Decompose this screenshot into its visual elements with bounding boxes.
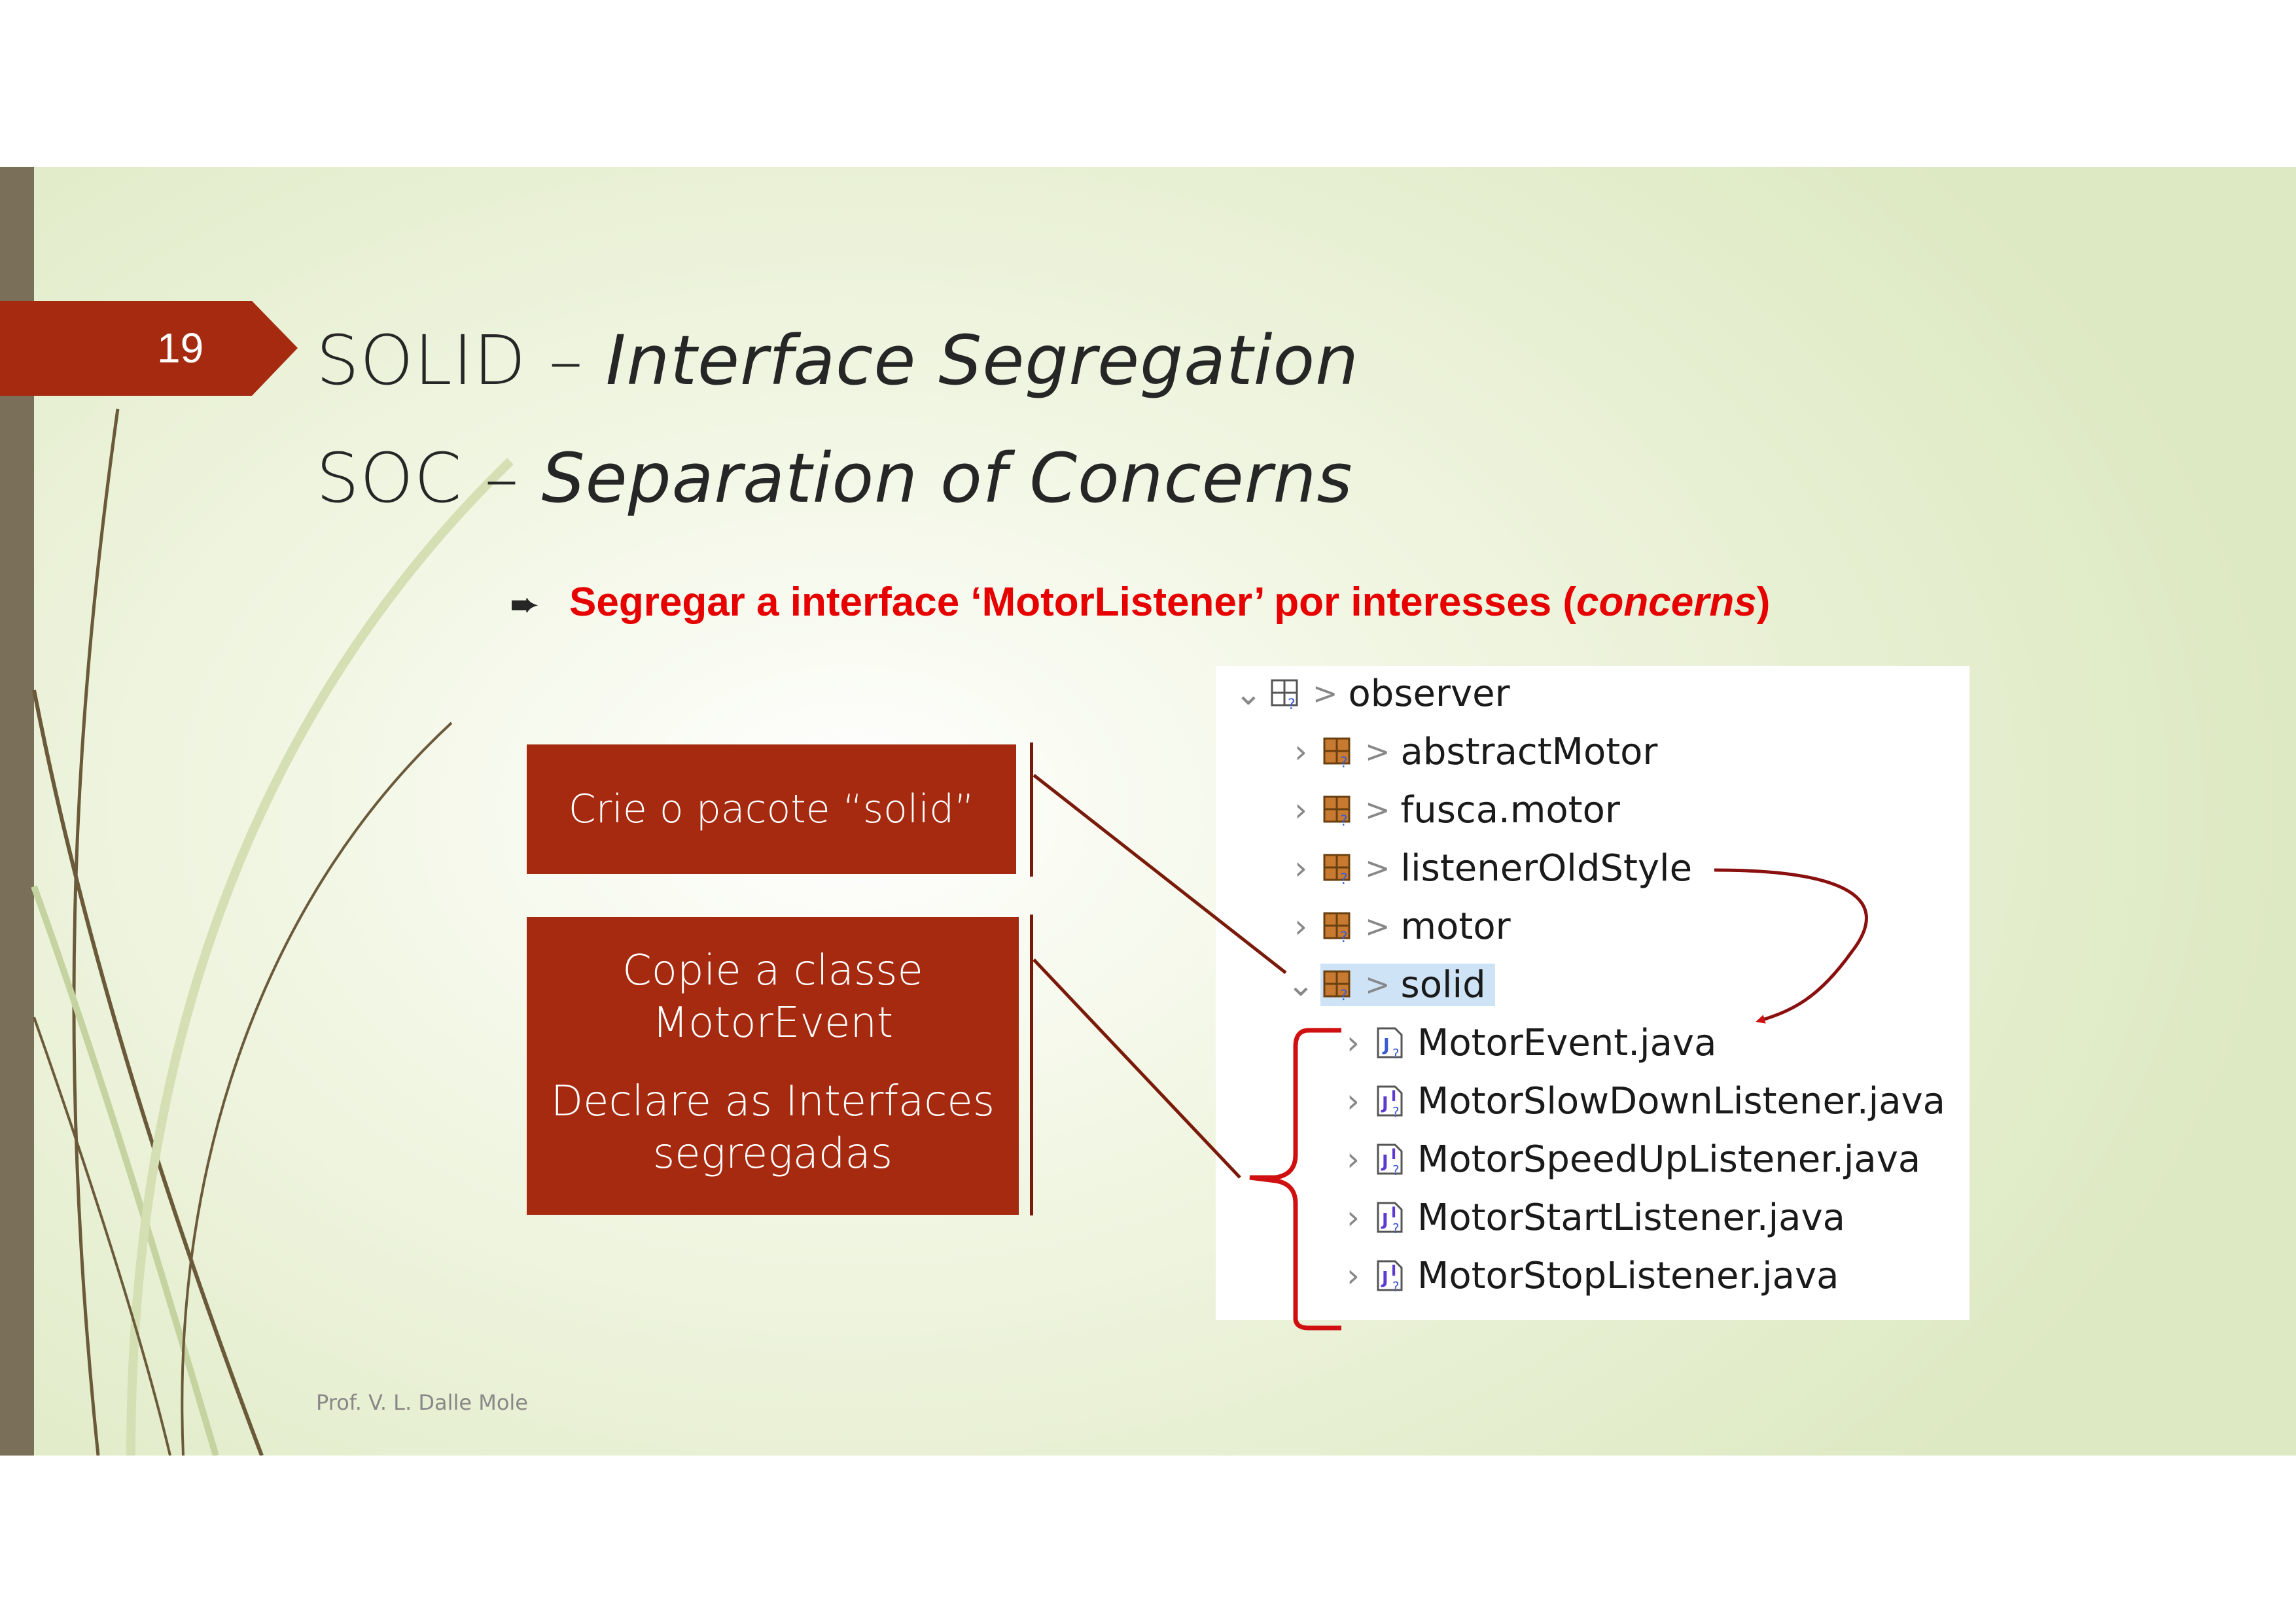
chevron-down-icon[interactable]: ⌄ (1235, 674, 1262, 712)
tree-label: motor (1400, 905, 1511, 948)
svg-text:?: ? (1392, 1104, 1400, 1118)
svg-text:J: J (1382, 1036, 1390, 1055)
chevron-right-icon[interactable]: › (1294, 849, 1307, 887)
svg-text:?: ? (1340, 871, 1348, 885)
svg-text:I: I (1391, 1089, 1396, 1105)
box2-divider (1030, 915, 1033, 1215)
tree-row-abstractmotor[interactable]: › ? >abstractMotor (1281, 724, 1657, 779)
chevron-right-icon[interactable]: › (1294, 733, 1307, 771)
chevron-right-icon[interactable]: › (1347, 1198, 1360, 1236)
tree-row-motorevent[interactable]: › J? MotorEvent.java (1333, 1015, 1716, 1070)
svg-text:?: ? (1288, 697, 1296, 710)
tree-label: MotorStopListener.java (1417, 1254, 1839, 1297)
footer-author: Prof. V. L. Dalle Mole (316, 1390, 528, 1415)
tree-row-fusca-motor[interactable]: › ? >fusca.motor (1281, 782, 1620, 837)
chevron-right-icon[interactable]: › (1347, 1257, 1360, 1295)
connector-line-1 (1033, 774, 1287, 974)
tree-label: MotorSlowDownListener.java (1417, 1079, 1945, 1123)
package-icon: ? (1323, 795, 1351, 827)
svg-text:I: I (1391, 1147, 1396, 1163)
slide-number-tab (0, 301, 298, 396)
tree-label: MotorEvent.java (1417, 1021, 1717, 1064)
svg-text:?: ? (1392, 1046, 1400, 1060)
java-class-icon: J? (1377, 1027, 1403, 1060)
curved-arrow (1714, 868, 1868, 1024)
package-icon: ? (1323, 912, 1351, 943)
svg-text:J: J (1381, 1268, 1388, 1288)
decorative-curves (31, 408, 514, 1456)
tree-row-listeneroldstyle[interactable]: › ? >listenerOldStyle (1281, 841, 1692, 896)
connector-line-2 (1033, 958, 1241, 1179)
connector-overlay (1033, 774, 1868, 1331)
svg-text:J: J (1381, 1210, 1388, 1230)
chevron-right-icon[interactable]: › (1347, 1024, 1360, 1062)
svg-text:?: ? (1340, 930, 1348, 943)
svg-text:J: J (1381, 1094, 1388, 1113)
brace-bracket (1249, 1028, 1341, 1331)
bullet-point: ➨Segregar a interface ‘MotorListener’ po… (510, 580, 1771, 625)
tree-label: solid (1400, 963, 1486, 1006)
tree-row-observer[interactable]: ⌄ ? >observer (1229, 666, 1510, 721)
tree-label: MotorStartListener.java (1417, 1196, 1845, 1239)
package-icon: ? (1323, 854, 1351, 885)
title-line-1: SOLID – Interface Segregation (316, 321, 1360, 400)
package-explorer-screenshot: ⌄ ? >observer › ? >abstractMotor › ? >fu… (1216, 666, 1969, 1320)
svg-text:?: ? (1392, 1279, 1400, 1293)
chevron-right-icon[interactable]: › (1294, 791, 1307, 829)
package-icon: ? (1271, 679, 1298, 710)
svg-text:?: ? (1392, 1221, 1400, 1234)
title-line-2: SOC – Separation of Concerns (316, 438, 1353, 518)
tree-label: MotorSpeedUpListener.java (1417, 1138, 1921, 1181)
box1-divider (1030, 742, 1033, 877)
chevron-right-icon[interactable]: › (1347, 1140, 1360, 1178)
tree-row-motor[interactable]: › ? >motor (1281, 899, 1511, 954)
chevron-right-icon[interactable]: › (1294, 907, 1307, 945)
svg-text:?: ? (1340, 813, 1348, 827)
svg-text:?: ? (1340, 988, 1348, 1002)
svg-text:I: I (1391, 1263, 1396, 1280)
tree-label: abstractMotor (1400, 730, 1658, 773)
tree-row-solid[interactable]: ⌄ ? >solid (1281, 957, 1495, 1012)
slide: 19 SOLID – Interface Segregation SOC – S… (0, 167, 2296, 1456)
create-package-box: Crie o pacote “solid” (527, 744, 1016, 874)
svg-text:I: I (1391, 1205, 1396, 1221)
chevron-right-icon[interactable]: › (1347, 1082, 1360, 1120)
chevron-down-icon[interactable]: ⌄ (1287, 966, 1315, 1003)
svg-text:?: ? (1340, 755, 1348, 769)
package-icon: ? (1323, 970, 1351, 1002)
package-icon: ? (1323, 737, 1351, 769)
tree-label: fusca.motor (1400, 788, 1620, 831)
slide-number: 19 (157, 324, 204, 372)
svg-text:J: J (1381, 1152, 1388, 1172)
arrow-bullet-icon: ➨ (510, 586, 538, 623)
svg-text:?: ? (1392, 1162, 1400, 1176)
tree-label: listenerOldStyle (1400, 846, 1693, 890)
tree-label: observer (1348, 672, 1510, 715)
